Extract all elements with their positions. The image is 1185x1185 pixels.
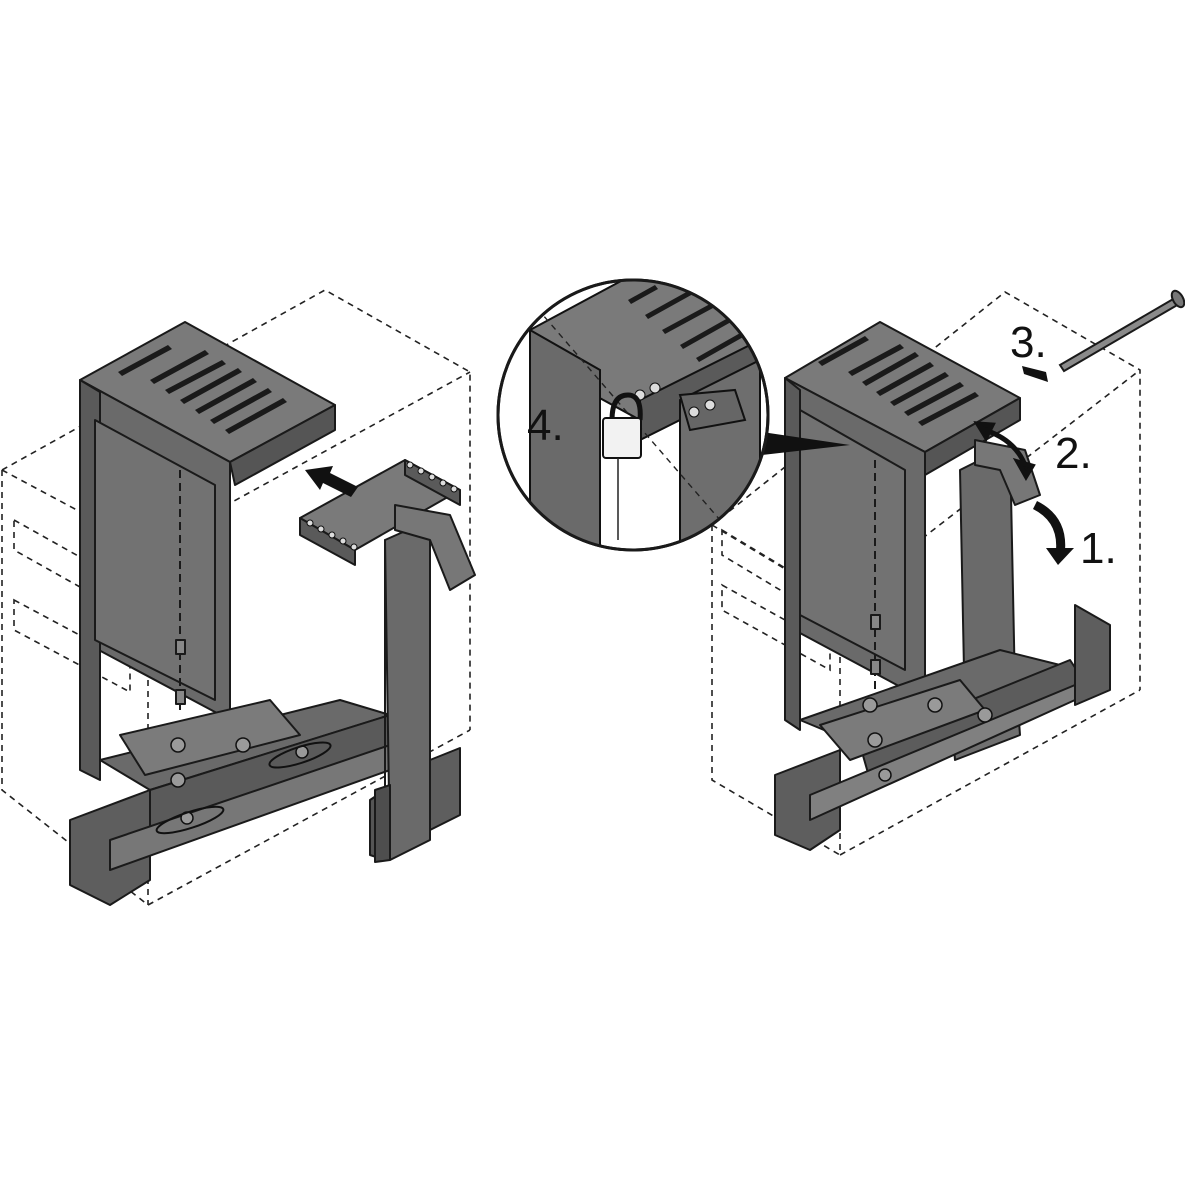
right-bolts bbox=[862, 697, 993, 782]
left-assembly bbox=[1, 289, 476, 906]
step2-arrow-icon bbox=[973, 421, 1036, 481]
right-bracket-main bbox=[774, 321, 1111, 851]
padlock-icon bbox=[602, 392, 643, 540]
step1-label: 1. bbox=[1080, 524, 1117, 573]
step2-label: 2. bbox=[1055, 429, 1092, 478]
zoom-callout bbox=[496, 278, 850, 552]
left-bolts bbox=[170, 737, 309, 825]
bolt-icon bbox=[1058, 289, 1185, 373]
left-bracket-main bbox=[69, 321, 391, 906]
left-tray-slots bbox=[155, 741, 332, 835]
callout-pointer bbox=[762, 432, 850, 455]
step1-arrow-icon bbox=[1032, 500, 1074, 565]
left-arm-holes bbox=[306, 461, 458, 551]
left-side-arm bbox=[299, 459, 476, 863]
step4-label: 4. bbox=[527, 401, 564, 450]
left-vent-slots bbox=[118, 345, 287, 434]
right-assembly bbox=[711, 289, 1185, 856]
right-vent-slots bbox=[818, 336, 979, 426]
step3-label: 3. bbox=[1010, 318, 1047, 367]
step3-arrow-icon bbox=[1022, 366, 1048, 382]
push-arrow-icon bbox=[305, 466, 358, 497]
